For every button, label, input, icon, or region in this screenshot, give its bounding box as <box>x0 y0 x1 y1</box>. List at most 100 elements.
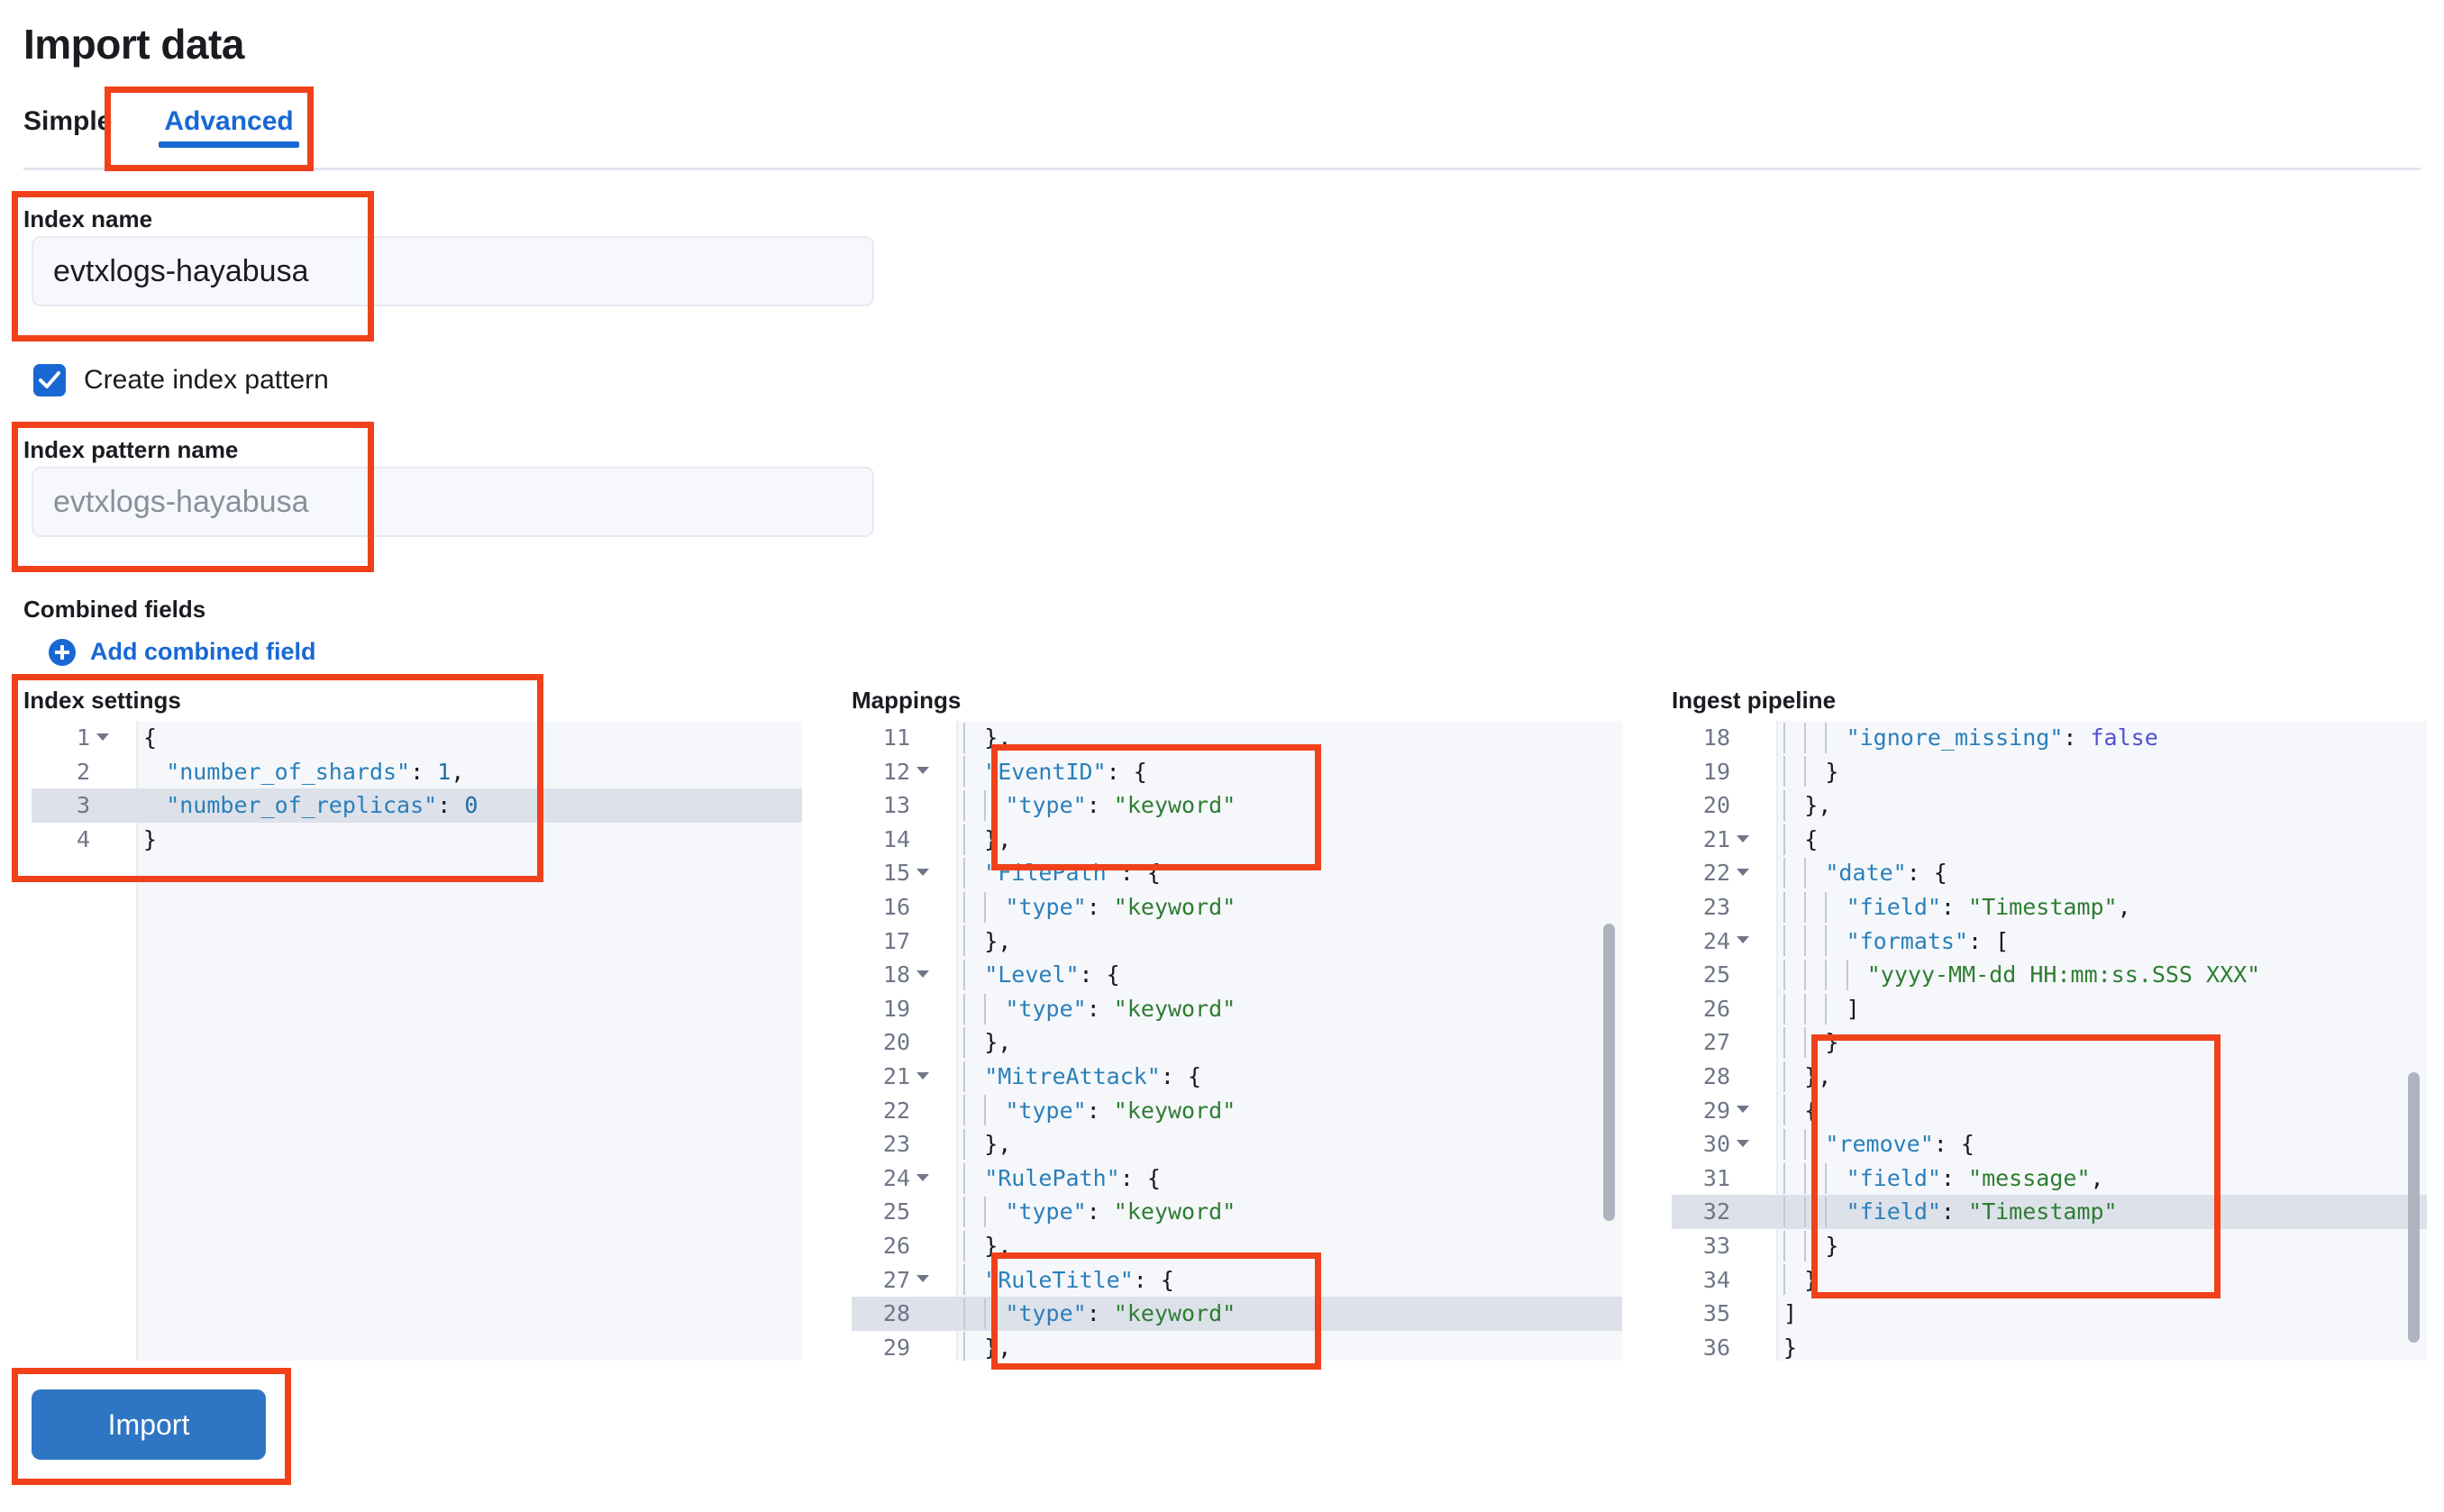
code-token: [ <box>1995 927 2010 954</box>
indent-guide <box>963 1197 986 1228</box>
code-token: { <box>1933 860 1947 887</box>
fold-arrow-icon[interactable] <box>1737 1139 1749 1147</box>
code-text: "FilePath": { <box>963 856 1161 890</box>
indent-guide <box>1804 1128 1827 1160</box>
line-number: 15 <box>852 856 958 890</box>
line-number: 20 <box>852 1025 958 1060</box>
indent-guide <box>963 891 986 923</box>
index-settings-gutter <box>32 721 138 1361</box>
code-text: }, <box>1783 788 1831 823</box>
code-line: 2"number_of_shards": 1, <box>32 755 802 789</box>
line-number: 28 <box>1672 1060 1778 1094</box>
code-token: { <box>1133 758 1147 785</box>
line-number: 29 <box>1672 1094 1778 1128</box>
indent-guide <box>1825 1197 1847 1228</box>
indent-guide <box>1804 1230 1827 1262</box>
mappings-code[interactable]: 11},12"EventID": {13"type": "keyword"14}… <box>852 721 1622 1361</box>
code-token: "Timestamp" <box>1968 893 2118 920</box>
code-token: "formats" <box>1846 927 1969 954</box>
code-line: 28}, <box>1672 1060 2427 1094</box>
create-index-pattern-row[interactable]: Create index pattern <box>33 364 329 396</box>
code-text: "type": "keyword" <box>963 1195 1236 1229</box>
code-token: "keyword" <box>1113 893 1236 920</box>
code-token: } <box>1783 1334 1798 1361</box>
ingest-pipeline-vertical-scrollbar[interactable] <box>2408 1072 2420 1343</box>
fold-arrow-icon[interactable] <box>916 1071 929 1079</box>
fold-spacer <box>1737 767 1749 774</box>
fold-arrow-icon[interactable] <box>1737 936 1749 944</box>
fold-spacer <box>1737 1207 1749 1215</box>
code-line: 25"yyyy-MM-dd HH:mm:ss.SSS XXX" <box>1672 958 2427 992</box>
line-number: 34 <box>1672 1263 1778 1298</box>
code-line: 19} <box>1672 755 2427 789</box>
code-line: 23"field": "Timestamp", <box>1672 890 2427 925</box>
code-token: }, <box>984 825 1012 852</box>
index-settings-editor[interactable]: 1{2"number_of_shards": 1,3"number_of_rep… <box>32 721 802 1361</box>
fold-spacer <box>916 1038 929 1045</box>
code-token: , <box>2117 893 2131 920</box>
code-token: { <box>1146 1164 1161 1191</box>
fold-arrow-icon[interactable] <box>916 869 929 877</box>
mappings-editor[interactable]: 11},12"EventID": {13"type": "keyword"14}… <box>852 721 1622 1361</box>
ingest-pipeline-gutter <box>1672 721 1778 1361</box>
code-line: 27} <box>1672 1025 2427 1060</box>
index-pattern-name-input[interactable]: evtxlogs-hayabusa <box>32 467 874 537</box>
fold-arrow-icon[interactable] <box>916 970 929 978</box>
code-text: "field": "Timestamp" <box>1783 1195 2118 1229</box>
code-token: "keyword" <box>1113 995 1236 1022</box>
code-token: "number_of_replicas" <box>166 792 438 819</box>
code-text: "date": { <box>1783 856 1947 890</box>
fold-spacer <box>916 936 929 943</box>
fold-arrow-icon[interactable] <box>1737 834 1749 843</box>
code-token: }, <box>984 1232 1012 1259</box>
code-line: 18"Level": { <box>852 958 1622 992</box>
fold-arrow-icon[interactable] <box>96 733 109 741</box>
indent-guide <box>1804 858 1827 889</box>
index-pattern-name-label: Index pattern name <box>23 436 239 463</box>
import-button[interactable]: Import <box>32 1389 266 1460</box>
fold-spacer <box>1737 1309 1749 1316</box>
code-text: } <box>1783 1025 1838 1060</box>
code-text: "type": "keyword" <box>963 992 1236 1026</box>
code-text: "type": "keyword" <box>963 788 1236 823</box>
fold-arrow-icon[interactable] <box>1737 869 1749 877</box>
fold-arrow-icon[interactable] <box>916 1173 929 1181</box>
code-token: { <box>1960 1131 1974 1158</box>
line-number: 31 <box>1672 1161 1778 1196</box>
mappings-vertical-scrollbar[interactable] <box>1603 924 1615 1221</box>
code-text: } <box>1783 1263 1818 1298</box>
indent-guide <box>1804 891 1827 923</box>
index-name-input[interactable]: evtxlogs-hayabusa <box>32 236 874 306</box>
code-token: { <box>1106 961 1120 988</box>
add-combined-field-button[interactable]: Add combined field <box>49 638 316 666</box>
fold-arrow-icon[interactable] <box>916 1275 929 1283</box>
fold-spacer <box>1737 1174 1749 1181</box>
fold-spacer <box>96 767 109 774</box>
code-text: { <box>1783 823 1818 857</box>
indent-guide <box>1804 756 1827 788</box>
indent-guide <box>963 756 986 788</box>
code-token: : <box>1906 860 1934 887</box>
fold-spacer <box>916 1207 929 1215</box>
code-line: 36} <box>1672 1331 2427 1361</box>
fold-arrow-icon[interactable] <box>916 767 929 775</box>
code-token: "Timestamp" <box>1968 1198 2118 1225</box>
code-text: } <box>1783 1331 1797 1361</box>
create-index-pattern-checkbox[interactable] <box>33 364 66 396</box>
line-number: 25 <box>1672 958 1778 992</box>
line-number: 26 <box>1672 992 1778 1026</box>
index-settings-code[interactable]: 1{2"number_of_shards": 1,3"number_of_rep… <box>32 721 802 1361</box>
code-token: : <box>1086 1198 1114 1225</box>
indent-guide <box>984 1095 1007 1126</box>
line-number: 25 <box>852 1195 958 1229</box>
code-line: 34} <box>1672 1263 2427 1298</box>
code-line: 25"type": "keyword" <box>852 1195 1622 1229</box>
code-token: : <box>1106 758 1134 785</box>
tab-simple[interactable]: Simple <box>23 106 113 136</box>
fold-arrow-icon[interactable] <box>1737 1106 1749 1114</box>
code-token: "ignore_missing" <box>1846 724 2064 751</box>
tab-advanced[interactable]: Advanced <box>139 99 318 153</box>
code-token: } <box>1825 1232 1839 1259</box>
